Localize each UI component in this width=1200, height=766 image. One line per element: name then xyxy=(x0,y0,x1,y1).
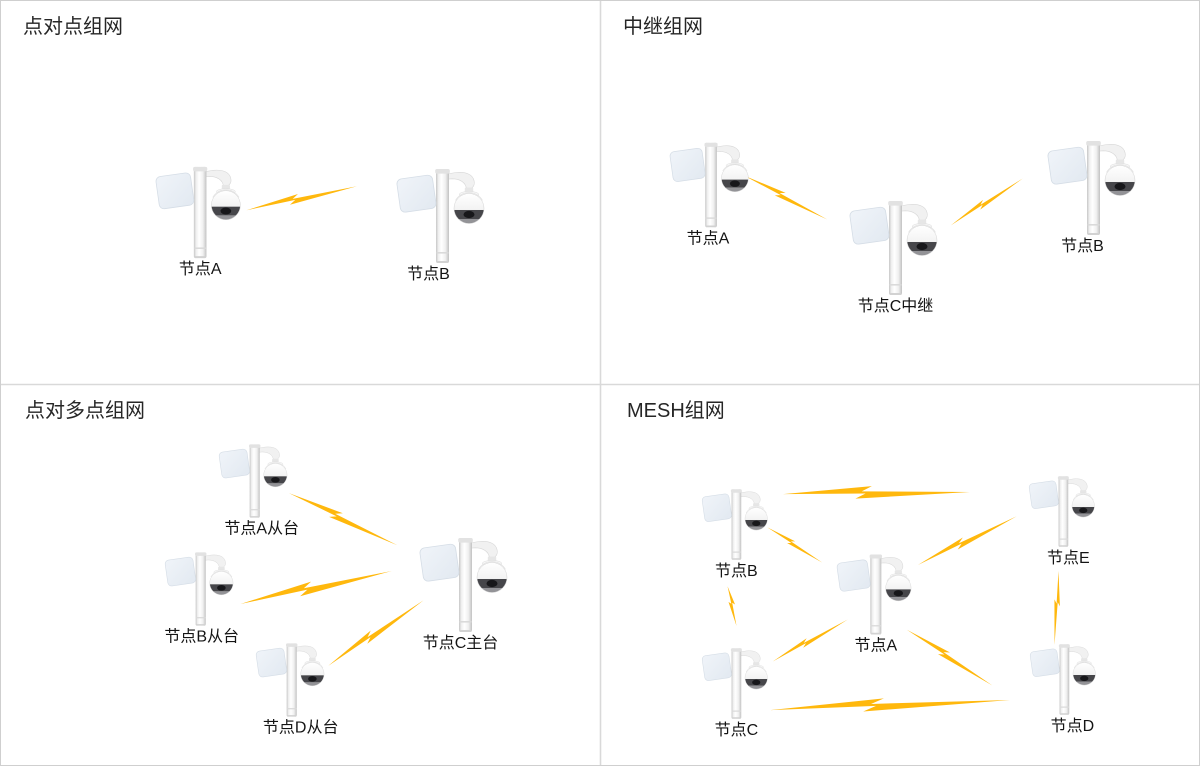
node-节点B: 节点B xyxy=(396,169,485,283)
node-节点D从台: 节点D从台 xyxy=(256,643,339,737)
node-label: 节点A xyxy=(179,260,222,278)
node-label: 节点E xyxy=(1047,549,1090,567)
node-节点A: 节点A xyxy=(669,143,749,247)
node-label: 节点B xyxy=(1061,237,1104,255)
node-节点C中继: 节点C中继 xyxy=(849,201,938,315)
node-节点C主台: 节点C主台 xyxy=(419,538,508,652)
node-label: 节点C中继 xyxy=(858,297,934,315)
quadrant-title-relay: 中继组网 xyxy=(623,15,703,38)
node-label: 节点A从台 xyxy=(224,520,299,538)
quadrant-title-p2p: 点对点组网 xyxy=(23,15,123,38)
node-节点B: 节点B xyxy=(1047,141,1136,255)
node-节点E: 节点E xyxy=(1029,476,1096,567)
node-label: 节点D从台 xyxy=(263,719,339,737)
node-label: 节点A xyxy=(854,637,897,655)
node-label: 节点B xyxy=(715,562,758,580)
node-节点C: 节点C xyxy=(702,648,769,739)
quadrant-title-p2mp: 点对多点组网 xyxy=(25,399,145,422)
node-节点D: 节点D xyxy=(1030,644,1097,735)
node-label: 节点C xyxy=(715,721,759,739)
node-label: 节点D xyxy=(1051,717,1095,735)
node-节点A: 节点A xyxy=(837,555,912,655)
node-节点A从台: 节点A从台 xyxy=(219,444,299,538)
node-label: 节点C主台 xyxy=(423,634,499,652)
node-节点B从台: 节点B从台 xyxy=(164,552,239,646)
node-label: 节点A xyxy=(687,229,730,247)
quadrant-title-mesh: MESH组网 xyxy=(627,399,725,422)
node-label: 节点B xyxy=(407,265,450,283)
node-label: 节点B从台 xyxy=(164,628,239,646)
node-节点A: 节点A xyxy=(155,167,241,278)
node-节点B: 节点B xyxy=(702,489,769,580)
